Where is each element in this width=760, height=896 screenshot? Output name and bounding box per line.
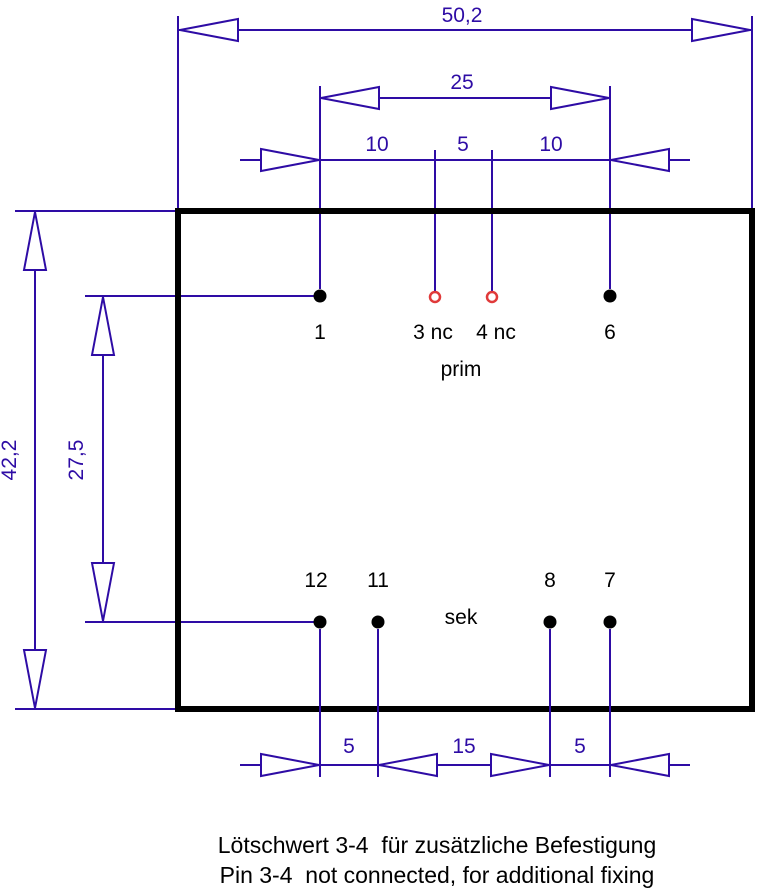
pins-secondary-row: 12 11 8 7 sek <box>304 569 617 629</box>
dimension-label-bottom-segment: 5 <box>343 735 355 758</box>
dimension-label-bottom-segment: 15 <box>452 735 475 758</box>
pin-label-7: 7 <box>604 569 616 592</box>
dimension-pin-span: 25 <box>319 71 611 289</box>
arrow-up-icon <box>90 296 116 356</box>
pin-label-11: 11 <box>367 569 389 592</box>
pin-1-dot <box>313 289 327 303</box>
arrow-down-icon <box>90 562 116 622</box>
dimension-bottom-segments: 5 15 5 <box>240 629 690 778</box>
dimension-label-pin-rows: 27,5 <box>65 440 88 481</box>
arrow-down-icon <box>22 649 48 709</box>
dimension-label-pin-span: 25 <box>450 71 473 94</box>
pin-label-3nc: 3 nc <box>413 321 453 344</box>
winding-label-primary: prim <box>441 358 482 381</box>
pin-label-12: 12 <box>304 569 327 592</box>
transformer-body-outline <box>175 208 755 712</box>
dimension-label-bottom-segment: 5 <box>574 735 586 758</box>
dimension-total-height: 42,2 <box>0 210 175 710</box>
dimension-total-width: 50,2 <box>177 4 753 211</box>
dimension-label-top-segment: 5 <box>457 133 469 156</box>
pin-3-nc-circle <box>428 290 442 304</box>
dimension-label-top-segment: 10 <box>365 133 388 156</box>
arrow-right-icon <box>691 17 751 43</box>
footer-line-german: Lötschwert 3-4 für zusätzliche Befestigu… <box>218 832 657 858</box>
arrow-right-icon <box>260 752 320 778</box>
pin-6-dot <box>603 289 617 303</box>
pin-4-nc-circle <box>485 290 499 304</box>
arrow-right-icon <box>550 85 610 111</box>
arrow-left-icon <box>378 752 438 778</box>
arrow-left-icon <box>610 752 670 778</box>
pin-label-6: 6 <box>604 321 616 344</box>
footer-line-english: Pin 3-4 not connected, for additional fi… <box>220 862 655 888</box>
pin-7-dot <box>603 615 617 629</box>
pin-11-dot <box>371 615 385 629</box>
pin-label-4nc: 4 nc <box>476 321 516 344</box>
arrow-right-icon <box>260 147 320 173</box>
footer-note: Lötschwert 3-4 für zusätzliche Befestigu… <box>218 832 657 888</box>
dimension-label-total-width: 50,2 <box>442 4 483 27</box>
arrow-up-icon <box>22 211 48 271</box>
dimension-pin-rows: 27,5 <box>65 295 314 623</box>
winding-label-secondary: sek <box>445 606 478 629</box>
pin-12-dot <box>313 615 327 629</box>
pin-label-1: 1 <box>314 321 326 344</box>
dimension-top-segments: 10 5 10 <box>240 133 690 291</box>
pins-primary-row: 1 3 nc 4 nc 6 prim <box>313 289 617 381</box>
dimension-label-total-height: 42,2 <box>0 440 21 481</box>
arrow-left-icon <box>179 17 239 43</box>
pin-8-dot <box>543 615 557 629</box>
arrow-right-icon <box>490 752 550 778</box>
pin-label-8: 8 <box>544 569 556 592</box>
dimension-label-top-segment: 10 <box>539 133 562 156</box>
arrow-left-icon <box>320 85 380 111</box>
arrow-left-icon <box>610 147 670 173</box>
